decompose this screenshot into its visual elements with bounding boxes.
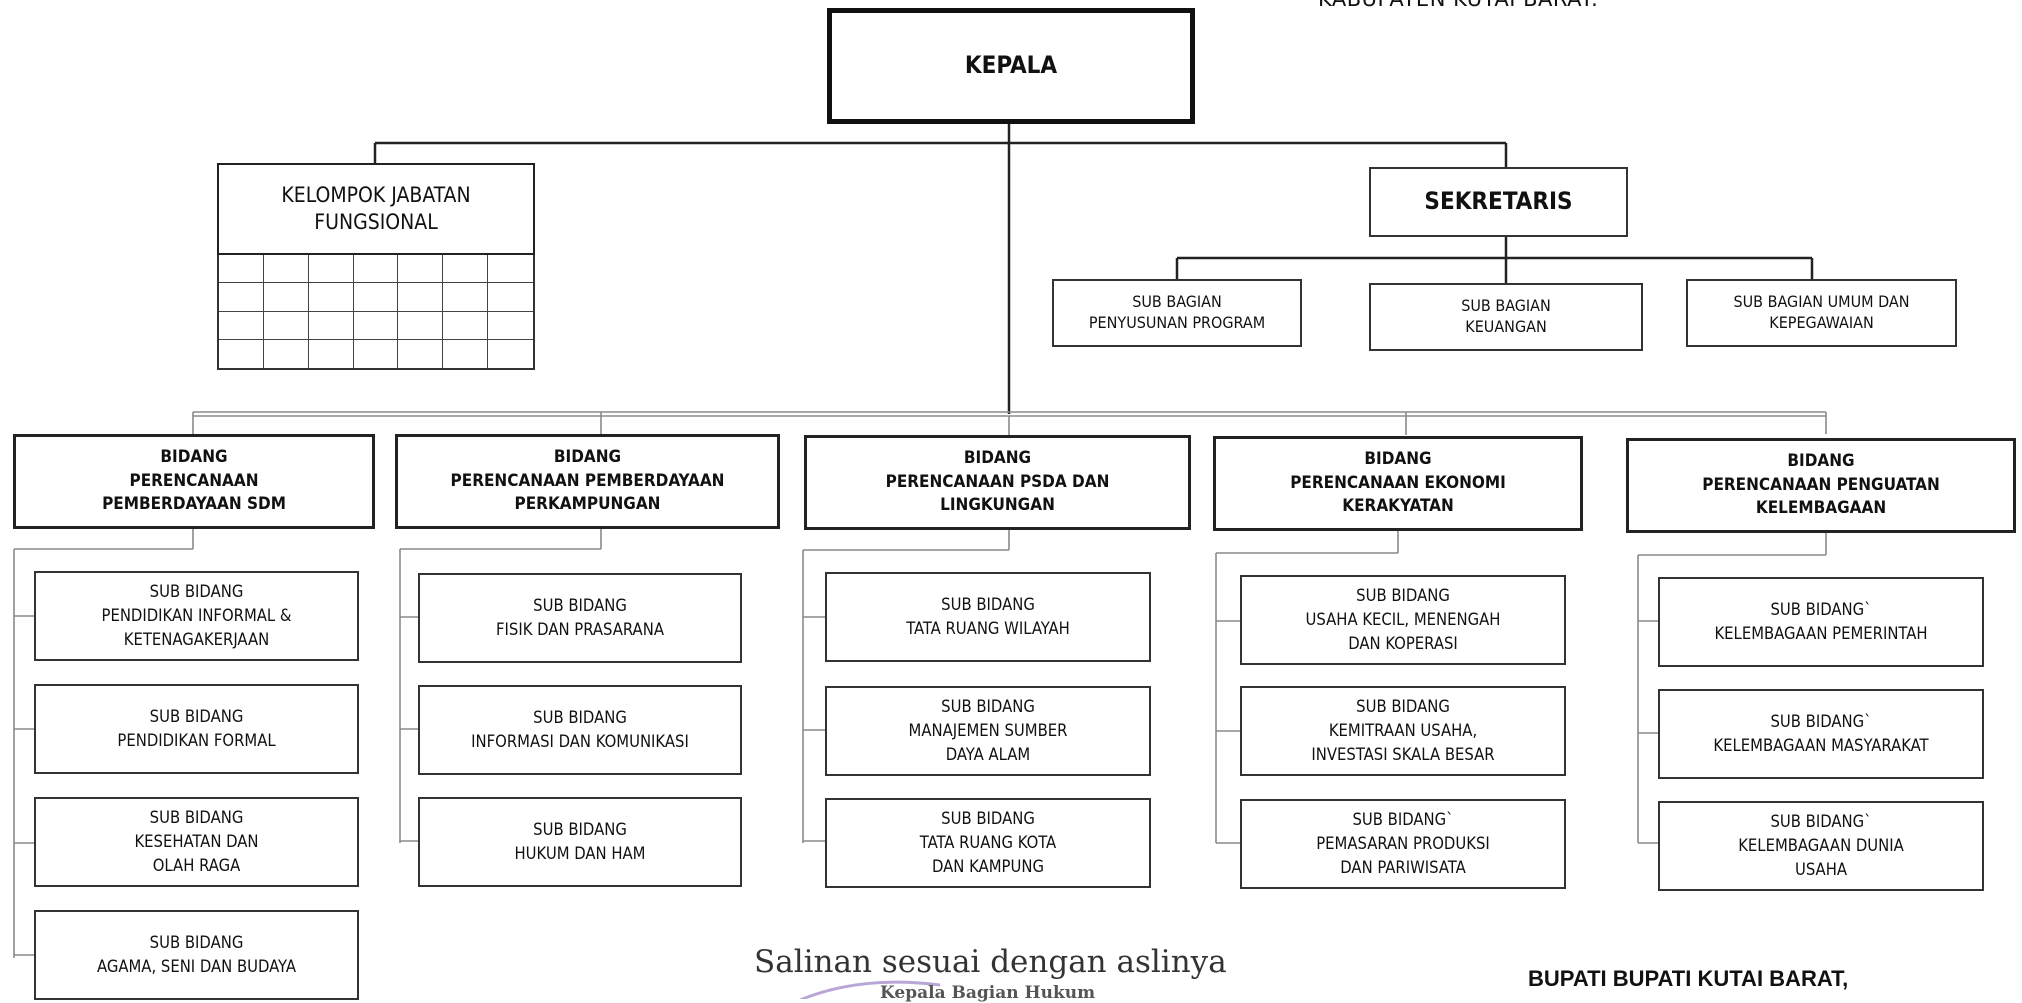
bupati-signature-title: BUPATI BUPATI KUTAI BARAT, <box>1528 966 1849 991</box>
sub-bidang-box: SUB BIDANG PENDIDIKAN INFORMAL & KETENAGAK… <box>34 571 359 661</box>
sub-bidang-line: USAHA <box>1794 859 1848 879</box>
bidang-title-line: BIDANG <box>160 446 228 467</box>
sub-bagian-line1: SUB BAGIAN UMUM DAN <box>1733 292 1910 312</box>
sub-bidang-line: SUB BIDANG` <box>1770 600 1872 620</box>
bidang-title-line: KELEMBAGAAN <box>1755 498 1887 519</box>
sub-bidang-line: FISIK DAN PRASARANA <box>496 620 664 639</box>
bidang-title-box: BIDANG PERENCANAAN PENGUATAN KELEMBAGAAN <box>1626 438 2016 533</box>
sub-bidang-line: AGAMA, SENI DAN BUDAYA <box>96 957 296 976</box>
sub-bidang-box: SUB BIDANG TATA RUANG WILAYAH <box>825 572 1151 662</box>
sub-bidang-line: SUB BIDANG <box>149 707 244 727</box>
sub-bidang-line: SUB BIDANG <box>941 595 1035 615</box>
sub-bidang-line: USAHA KECIL, MENENGAH <box>1305 610 1501 630</box>
sub-bidang-line: SUB BIDANG <box>941 809 1035 829</box>
kjf-line2: FUNGSIONAL <box>314 210 438 234</box>
bidang-title-line: PEMBERDAYAAN SDM <box>102 494 286 515</box>
sub-bidang-line: KELEMBAGAAN PEMERINTAH <box>1714 624 1928 643</box>
sub-bidang-box: SUB BIDANG AGAMA, SENI DAN BUDAYA <box>34 910 359 1000</box>
bidang-title-line: PERENCANAAN EKONOMI <box>1290 472 1506 493</box>
sub-bidang-line: SUB BIDANG <box>533 820 627 840</box>
kjf-line1: KELOMPOK JABATAN <box>281 182 471 207</box>
sub-bidang-line: SUB BIDANG <box>1356 586 1450 606</box>
sub-bidang-line: TATA RUANG WILAYAH <box>906 619 1070 638</box>
sub-bagian-box: SUB BAGIAN PENYUSUNAN PROGRAM <box>1052 279 1302 347</box>
sub-bidang-box: SUB BIDANG HUKUM DAN HAM <box>418 797 742 887</box>
bidang-title-line: KERAKYATAN <box>1342 496 1454 517</box>
kepala-box: KEPALA <box>827 8 1195 124</box>
stamp-text: Kepala Bagian Hukum <box>880 983 1096 1003</box>
sub-bidang-line: PENDIDIKAN INFORMAL & <box>101 606 292 626</box>
sub-bidang-line: INVESTASI SKALA BESAR <box>1311 744 1495 764</box>
sub-bidang-line: SUB BIDANG` <box>1770 812 1872 832</box>
bidang-title-box: BIDANG PERENCANAAN PEMBERDAYAAN SDM <box>13 434 375 529</box>
bidang-title-box: BIDANG PERENCANAAN PSDA DAN LINGKUNGAN <box>804 435 1191 530</box>
bidang-title-box: BIDANG PERENCANAAN EKONOMI KERAKYATAN <box>1213 436 1583 531</box>
sub-bidang-line: DAN KAMPUNG <box>932 856 1044 876</box>
sub-bidang-line: SUB BIDANG` <box>1770 712 1872 732</box>
sub-bidang-line: PEMASARAN PRODUKSI <box>1316 834 1490 854</box>
sub-bidang-line: SUB BIDANG <box>149 808 244 828</box>
sub-bidang-box: SUB BIDANG KEMITRAAN USAHA, INVESTASI SKAL… <box>1240 686 1566 776</box>
sub-bidang-line: SUB BIDANG` <box>1352 810 1454 830</box>
sub-bidang-line: SUB BIDANG <box>149 582 244 602</box>
sub-bagian-box: SUB BAGIAN UMUM DAN KEPEGAWAIAN <box>1686 279 1957 347</box>
sub-bidang-box: SUB BIDANG TATA RUANG KOTA DAN KAMPUNG <box>825 798 1151 888</box>
sub-bagian-line2: KEPEGAWAIAN <box>1769 313 1874 332</box>
sub-bagian-line1: SUB BAGIAN <box>1132 292 1222 312</box>
sub-bidang-line: DAN PARIWISATA <box>1340 857 1466 877</box>
sub-bidang-line: TATA RUANG KOTA <box>919 833 1057 853</box>
sub-bidang-box: SUB BIDANG` KELEMBAGAAN MASYARAKAT <box>1658 689 1984 779</box>
salinan-text: Salinan sesuai dengan aslinya <box>754 944 1227 980</box>
sub-bidang-box: SUB BIDANG USAHA KECIL, MENENGAH DAN KOPER… <box>1240 575 1566 665</box>
kelompok-jabatan-box: KELOMPOK JABATAN FUNGSIONAL <box>217 163 535 255</box>
sub-bidang-line: KELEMBAGAAN DUNIA <box>1738 836 1904 856</box>
sekretaris-label: SEKRETARIS <box>1424 187 1573 216</box>
sub-bidang-line: HUKUM DAN HAM <box>514 844 646 863</box>
sub-bidang-line: SUB BIDANG <box>941 697 1035 717</box>
bidang-title-line: PERENCANAAN <box>129 470 259 491</box>
sub-bidang-line: SUB BIDANG <box>533 596 627 616</box>
header-text: KABUPATEN KUTAI BARAT. <box>1318 0 1598 11</box>
sub-bagian-line2: PENYUSUNAN PROGRAM <box>1088 313 1266 332</box>
sub-bagian-line2: KEUANGAN <box>1465 317 1547 336</box>
sub-bagian-box: SUB BAGIAN KEUANGAN <box>1369 283 1643 351</box>
sub-bidang-line: SUB BIDANG <box>533 708 627 728</box>
sub-bidang-box: SUB BIDANG INFORMASI DAN KOMUNIKASI <box>418 685 742 775</box>
kepala-label: KEPALA <box>964 51 1058 80</box>
sub-bidang-line: KESEHATAN DAN <box>134 832 259 852</box>
sub-bidang-line: DAN KOPERASI <box>1348 633 1458 653</box>
bidang-title-line: BIDANG <box>553 446 622 467</box>
sekretaris-box: SEKRETARIS <box>1369 167 1628 237</box>
sub-bidang-line: SUB BIDANG <box>149 933 244 953</box>
bidang-title-line: BIDANG <box>1787 450 1855 471</box>
jabatan-grid <box>217 255 535 370</box>
sub-bidang-line: MANAJEMEN SUMBER <box>908 721 1068 741</box>
bidang-title-line: BIDANG <box>1364 448 1432 469</box>
sub-bidang-line: KEMITRAAN USAHA, <box>1328 721 1478 741</box>
sub-bidang-box: SUB BIDANG` KELEMBAGAAN DUNIA USAHA <box>1658 801 1984 891</box>
bidang-title-line: LINGKUNGAN <box>940 495 1055 516</box>
sub-bidang-line: DAYA ALAM <box>945 744 1031 764</box>
sub-bidang-box: SUB BIDANG FISIK DAN PRASARANA <box>418 573 742 663</box>
bidang-title-line: PERENCANAAN PENGUATAN <box>1702 474 1940 495</box>
sub-bidang-box: SUB BIDANG PENDIDIKAN FORMAL <box>34 684 359 774</box>
sub-bidang-line: SUB BIDANG <box>1356 697 1450 717</box>
bidang-title-line: PERENCANAAN PSDA DAN <box>885 471 1110 492</box>
bidang-title-box: BIDANG PERENCANAAN PEMBERDAYAAN PERKAMPUNG… <box>395 434 780 529</box>
sub-bidang-line: INFORMASI DAN KOMUNIKASI <box>471 732 689 751</box>
sub-bidang-line: PENDIDIKAN FORMAL <box>117 731 276 750</box>
sub-bidang-box: SUB BIDANG KESEHATAN DAN OLAH RAGA <box>34 797 359 887</box>
bidang-title-line: PERKAMPUNGAN <box>514 494 661 515</box>
sub-bidang-box: SUB BIDANG` KELEMBAGAAN PEMERINTAH <box>1658 577 1984 667</box>
bidang-title-line: BIDANG <box>963 447 1032 468</box>
sub-bidang-line: KELEMBAGAAN MASYARAKAT <box>1713 736 1929 755</box>
sub-bidang-box: SUB BIDANG` PEMASARAN PRODUKSI DAN PARIWIS… <box>1240 799 1566 889</box>
bidang-title-line: PERENCANAAN PEMBERDAYAAN <box>450 470 725 491</box>
sub-bidang-box: SUB BIDANG MANAJEMEN SUMBER DAYA ALAM <box>825 686 1151 776</box>
sub-bidang-line: OLAH RAGA <box>152 855 241 875</box>
sub-bagian-line1: SUB BAGIAN <box>1461 296 1551 316</box>
sub-bidang-line: KETENAGAKERJAAN <box>123 629 270 649</box>
